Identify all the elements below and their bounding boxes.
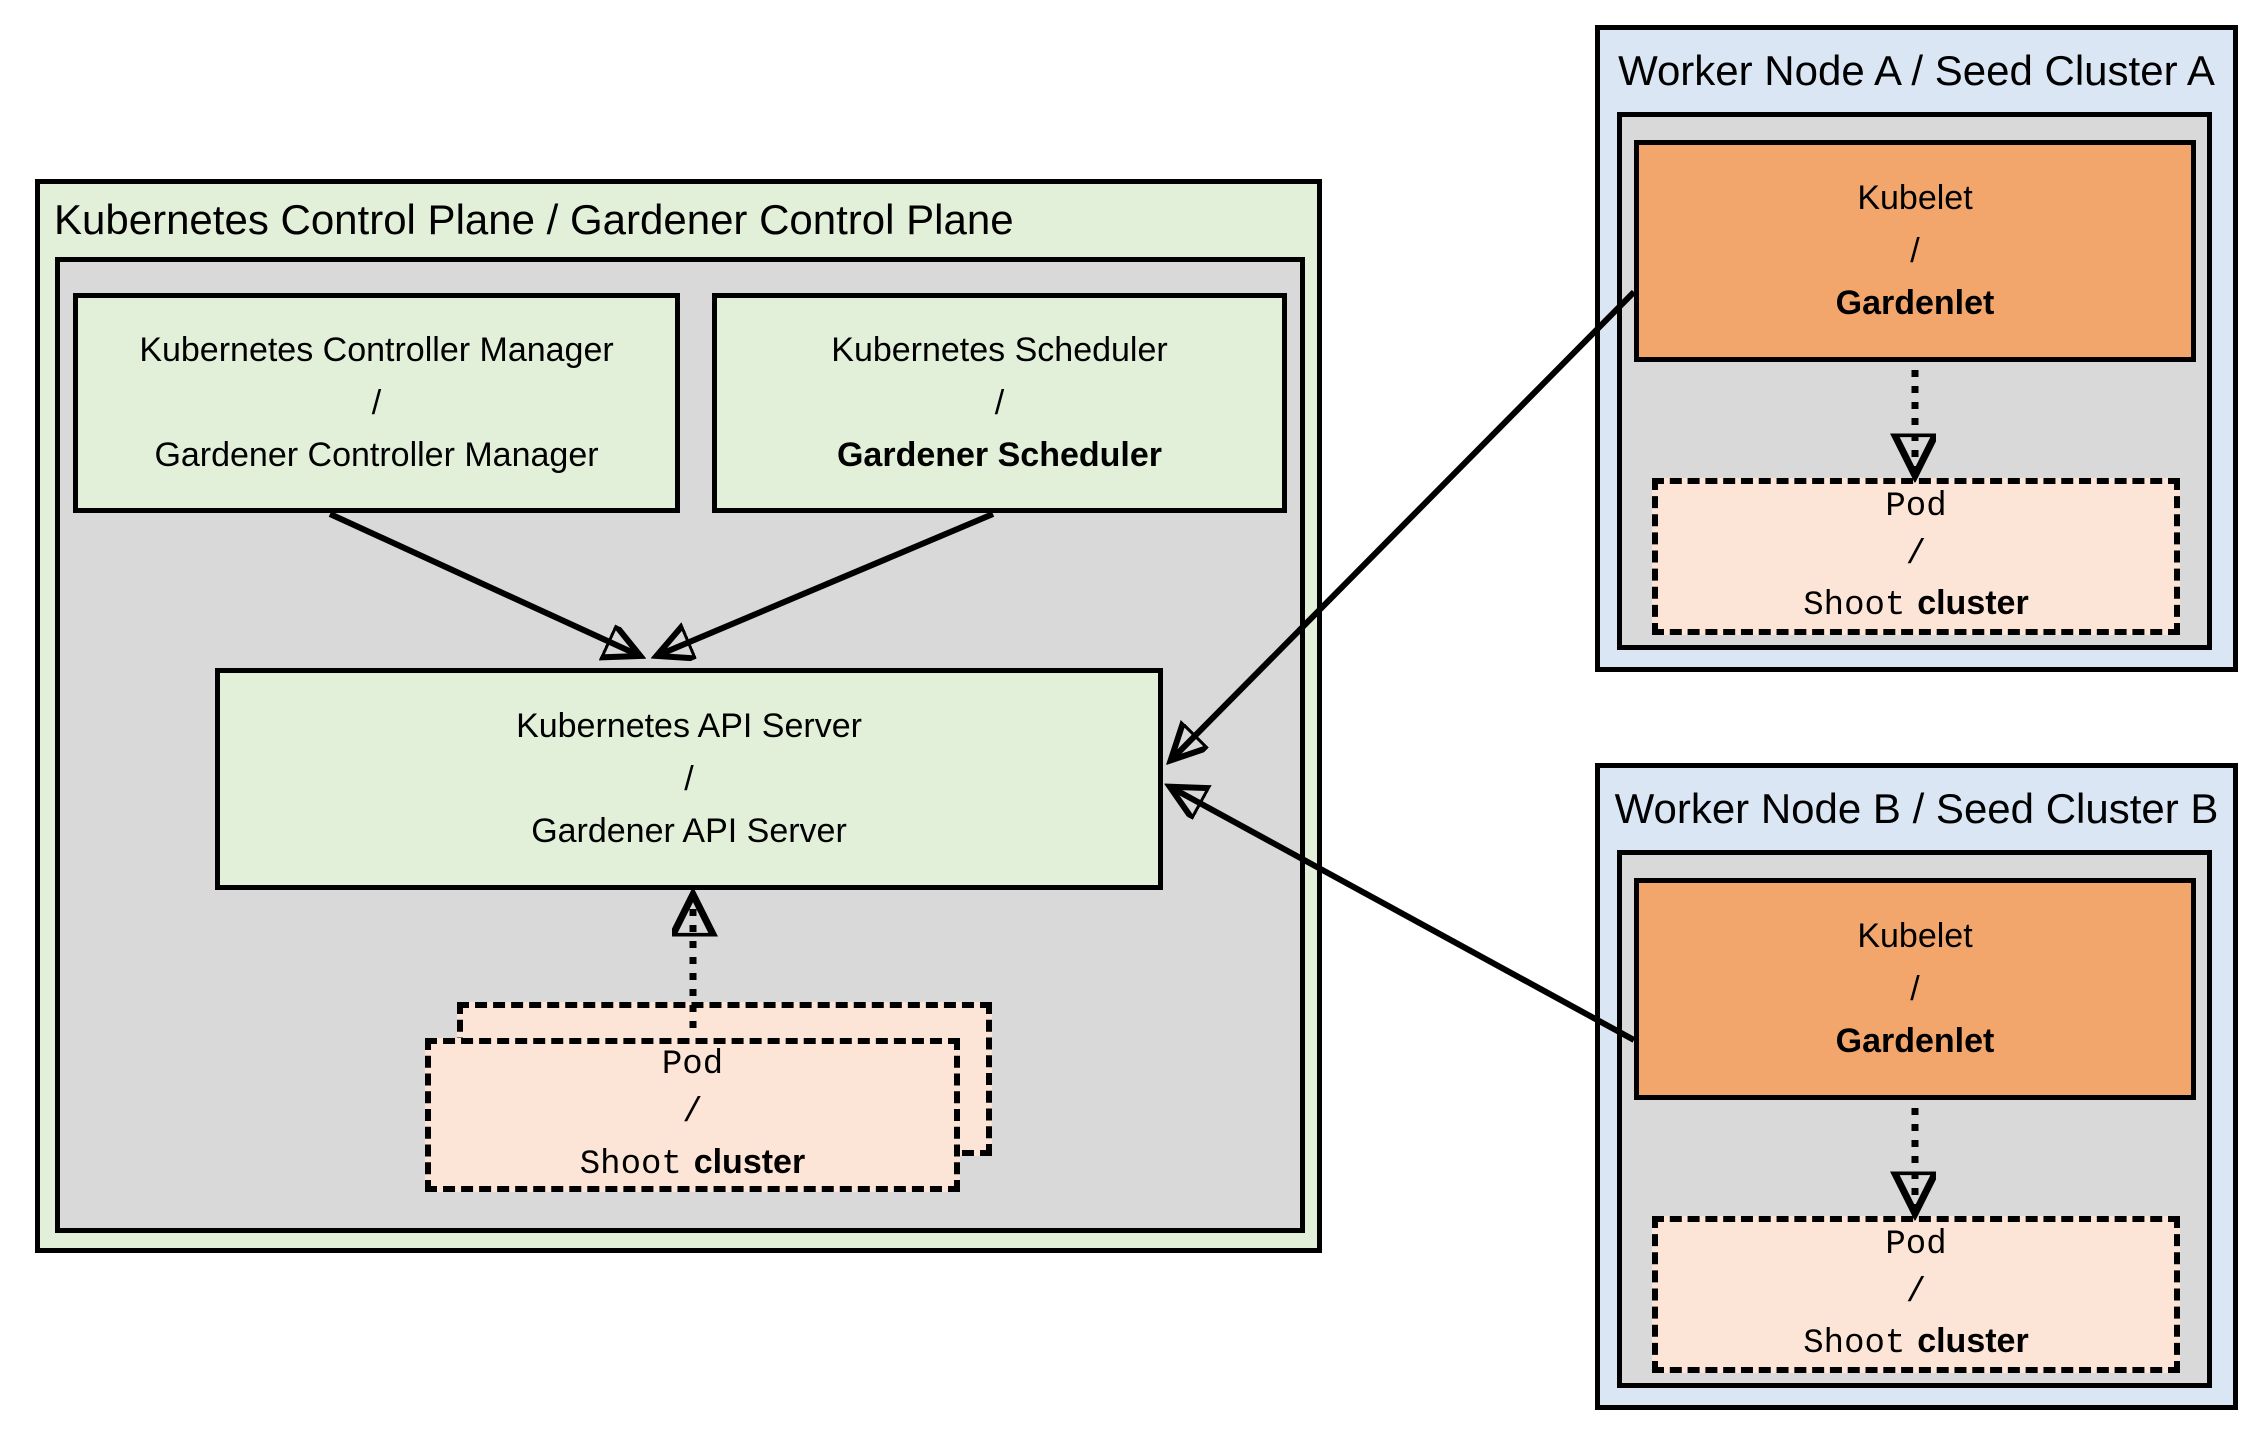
controller-manager-label-bottom: Gardener Controller Manager <box>154 436 599 475</box>
pod-stack-label-slash: / <box>682 1094 703 1133</box>
worker-node-a-title: Worker Node A / Seed Cluster A <box>1618 47 2215 94</box>
kubelet-a-label-bottom: Gardenlet <box>1835 284 1995 323</box>
control-plane-title: Kubernetes Control Plane / Gardener Cont… <box>54 196 1014 243</box>
pod-a-label-bottom: Shoot cluster <box>1803 579 2028 630</box>
pod-a-box: Pod / Shoot cluster <box>1652 478 2180 635</box>
scheduler-label-slash: / <box>994 383 1005 422</box>
pod-stack-label-cluster: cluster <box>693 1142 806 1181</box>
pod-b-label-bottom: Shoot cluster <box>1803 1317 2028 1368</box>
control-plane-box: Kubernetes Control Plane / Gardener Cont… <box>35 179 1322 1253</box>
worker-node-a-box: Worker Node A / Seed Cluster A Kubelet /… <box>1595 25 2238 672</box>
controller-manager-label-top: Kubernetes Controller Manager <box>139 330 614 369</box>
kubelet-a-box: Kubelet / Gardenlet <box>1634 140 2196 362</box>
pod-a-label-cluster: cluster <box>1917 584 2029 623</box>
kubelet-b-label-bottom: Gardenlet <box>1835 1022 1995 1061</box>
pod-a-label-shoot: Shoot <box>1803 587 1906 626</box>
pod-stack-label-shoot: Shoot <box>579 1145 682 1184</box>
kubelet-b-label-top: Kubelet <box>1857 916 1973 955</box>
pod-a-label-top: Pod <box>1885 487 1947 526</box>
pod-stack-label-top: Pod <box>661 1046 724 1085</box>
worker-node-b-inner-box: Kubelet / Gardenlet Pod / Shoot cluster <box>1617 850 2212 1388</box>
kubelet-a-label-top: Kubelet <box>1857 178 1973 217</box>
pod-b-box: Pod / Shoot cluster <box>1652 1216 2180 1373</box>
pod-b-label-slash: / <box>1905 1273 1927 1312</box>
control-plane-inner-box: Kubernetes Controller Manager / Gardener… <box>55 257 1305 1233</box>
kubelet-b-label-slash: / <box>1910 969 1920 1008</box>
worker-node-b-title: Worker Node B / Seed Cluster B <box>1614 785 2219 832</box>
pod-a-label-slash: / <box>1905 535 1927 574</box>
api-server-label-top: Kubernetes API Server <box>516 706 862 745</box>
controller-manager-label-slash: / <box>371 383 382 422</box>
pod-stack-front-box: Pod / Shoot cluster <box>425 1038 960 1192</box>
worker-node-b-box: Worker Node B / Seed Cluster B Kubelet /… <box>1595 763 2238 1410</box>
pod-b-label-shoot: Shoot <box>1803 1325 1906 1364</box>
pod-stack-label-bottom: Shoot cluster <box>580 1138 805 1189</box>
pod-b-label-cluster: cluster <box>1917 1322 2029 1361</box>
scheduler-label-bottom: Gardener Scheduler <box>836 436 1162 475</box>
worker-node-a-inner-box: Kubelet / Gardenlet Pod / Shoot cluster <box>1617 112 2212 650</box>
api-server-label-slash: / <box>684 759 694 798</box>
kubelet-a-label-slash: / <box>1910 231 1920 270</box>
scheduler-label-top: Kubernetes Scheduler <box>831 330 1168 369</box>
scheduler-box: Kubernetes Scheduler / Gardener Schedule… <box>712 293 1287 513</box>
kubelet-b-box: Kubelet / Gardenlet <box>1634 878 2196 1100</box>
api-server-box: Kubernetes API Server / Gardener API Ser… <box>215 668 1163 890</box>
pod-b-label-top: Pod <box>1885 1225 1947 1264</box>
controller-manager-box: Kubernetes Controller Manager / Gardener… <box>73 293 680 513</box>
api-server-label-bottom: Gardener API Server <box>531 812 847 851</box>
